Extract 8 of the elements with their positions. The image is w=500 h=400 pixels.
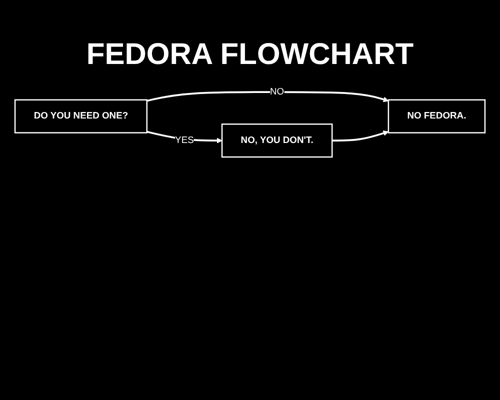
node-box: NO, YOU DON'T. [221,124,333,158]
edge-label: NO [270,86,284,97]
arrow [146,91,389,102]
node-box: DO YOU NEED ONE? [14,99,148,134]
arrow [332,130,389,142]
edge-label: YES [175,134,194,146]
node-box: NO FEDORA. [388,99,486,134]
title: FEDORA FLOWCHART [85,38,415,72]
